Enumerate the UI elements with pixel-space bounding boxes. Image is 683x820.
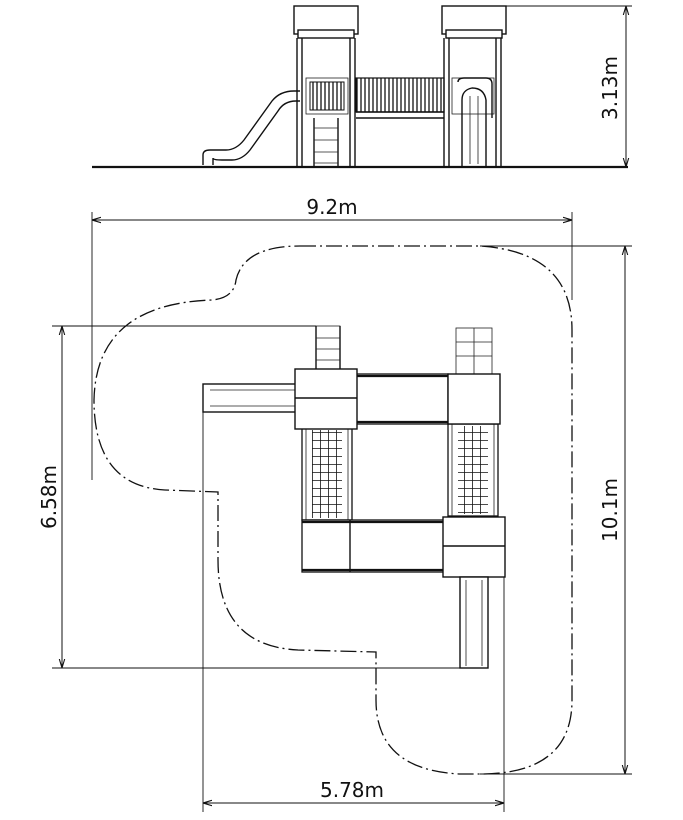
depth-right-dimension: 10.1m (480, 245, 632, 775)
depth-left-dimension: 6.58m (37, 325, 462, 669)
overall-width-dimension: 9.2m (91, 195, 573, 480)
plan-view (202, 325, 506, 669)
elevation-view (92, 5, 628, 169)
height-dimension: 3.13m (506, 5, 632, 167)
depth-right-label: 10.1m (598, 478, 622, 542)
depth-left-label: 6.58m (37, 465, 61, 529)
bottom-width-label: 5.78m (320, 778, 384, 802)
height-label: 3.13m (598, 56, 622, 120)
bottom-width-dimension: 5.78m (202, 412, 505, 812)
safety-zone-outline (93, 245, 573, 775)
overall-width-label: 9.2m (306, 195, 357, 219)
